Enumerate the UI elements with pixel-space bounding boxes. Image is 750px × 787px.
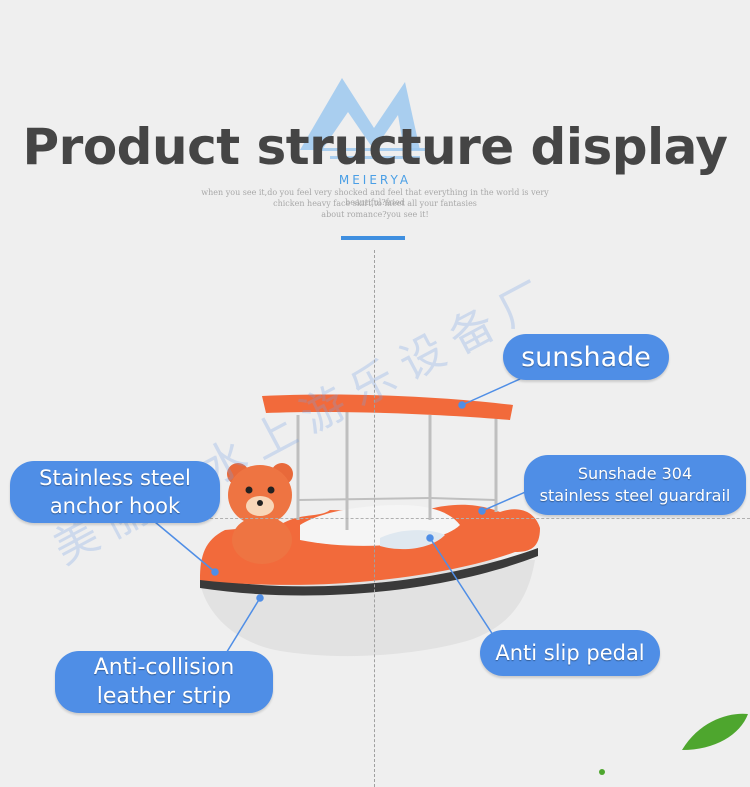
tagline-line-3: about romance?you see it! xyxy=(321,210,429,219)
sunshade-roof xyxy=(262,394,513,420)
meierya-logo-icon xyxy=(300,78,428,159)
title-accent-bar xyxy=(341,236,405,240)
label-anchor-hook: Stainless steel anchor hook xyxy=(10,461,220,523)
tagline-line-1: when you see it,do you feel very shocked… xyxy=(201,188,549,207)
stainless-guardrail xyxy=(296,410,498,530)
bear-figure-icon xyxy=(227,463,293,564)
label-sunshade: sunshade xyxy=(503,334,669,380)
mid-guide-line xyxy=(200,518,750,519)
label-anti-slip-pedal: Anti slip pedal xyxy=(480,630,660,676)
callout-pointers xyxy=(154,369,541,656)
leaf-icon xyxy=(599,713,748,775)
label-anti-collision: Anti-collision leather strip xyxy=(55,651,273,713)
page-title: Product structure display xyxy=(22,118,728,176)
label-guardrail: Sunshade 304 stainless steel guardrail xyxy=(524,455,746,515)
tagline-line-2: chicken heavy face skirt,to meet all you… xyxy=(273,199,477,208)
brand-name: MEIERYA xyxy=(338,173,412,187)
